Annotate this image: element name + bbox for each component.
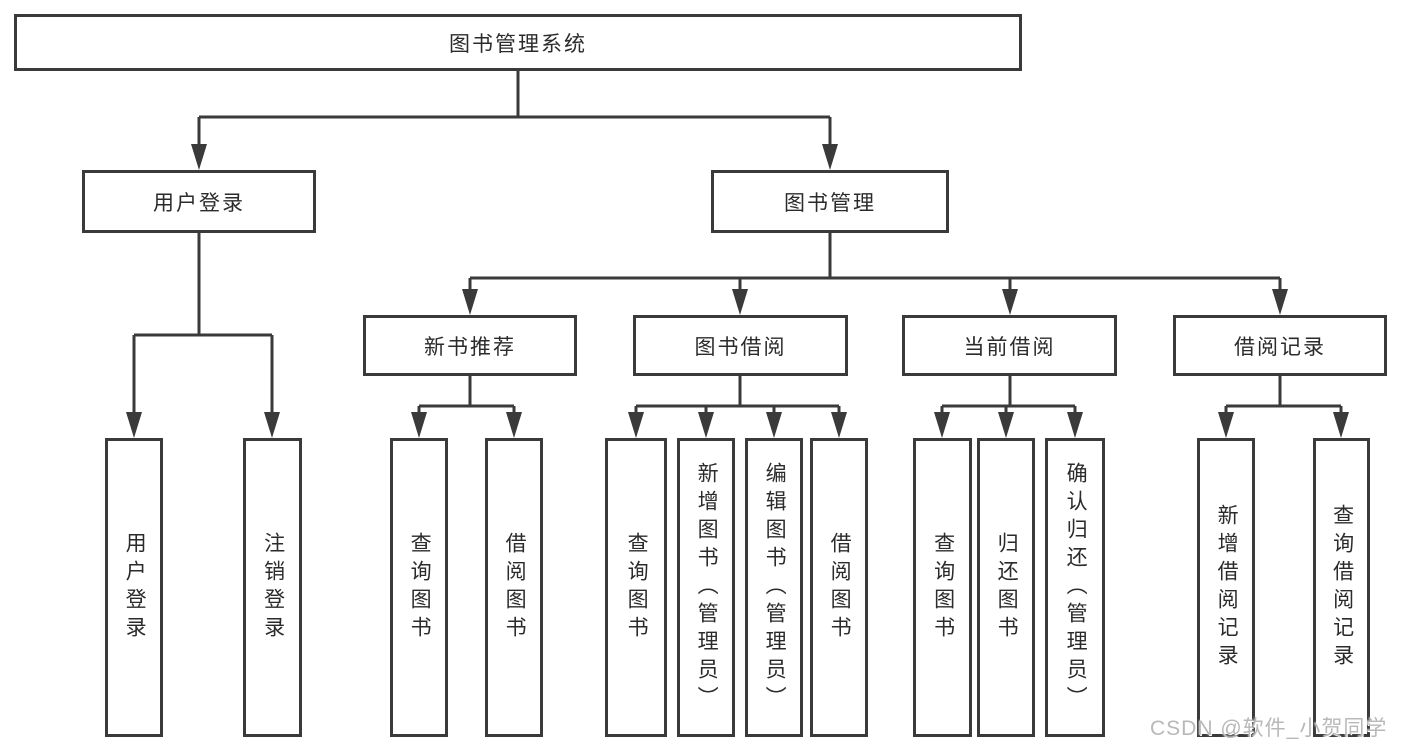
leaf-query-book-1: 查询图书: [390, 438, 448, 737]
connector-user-login-to-leaves: [126, 233, 280, 438]
leaf-user-login-label: 用户登录: [123, 531, 147, 644]
leaf-logout: 注销登录: [243, 438, 302, 737]
leaf-confirm-return-admin-label: 确认归还（管理员）: [1064, 461, 1088, 714]
node-book-management: 图书管理: [711, 170, 949, 233]
connector-book-management-to-level3: [462, 233, 1288, 315]
node-current-borrow: 当前借阅: [902, 315, 1117, 376]
node-new-book-recommend-label: 新书推荐: [424, 335, 516, 359]
leaf-edit-book-admin: 编辑图书（管理员）: [745, 438, 803, 737]
leaf-borrow-book-1-label: 借阅图书: [503, 531, 527, 644]
leaf-query-book-2-label: 查询图书: [625, 531, 649, 644]
leaf-borrow-book-1: 借阅图书: [485, 438, 543, 737]
csdn-watermark: CSDN @软件_小贺同学: [1150, 717, 1388, 740]
connector-root-to-level2: [191, 70, 838, 170]
leaf-return-book: 归还图书: [977, 438, 1035, 737]
node-book-borrow: 图书借阅: [633, 315, 848, 376]
connector-current-borrow-to-leaves: [934, 376, 1083, 438]
node-new-book-recommend: 新书推荐: [363, 315, 577, 376]
node-root-label: 图书管理系统: [449, 32, 587, 56]
leaf-query-book-1-label: 查询图书: [408, 531, 432, 644]
leaf-query-book-2: 查询图书: [605, 438, 667, 737]
node-book-borrow-label: 图书借阅: [694, 335, 787, 359]
leaf-borrow-book-2-label: 借阅图书: [828, 531, 852, 644]
leaf-confirm-return-admin: 确认归还（管理员）: [1045, 438, 1105, 737]
leaf-add-book-admin-label: 新增图书（管理员）: [695, 461, 719, 714]
leaf-return-book-label: 归还图书: [995, 531, 1019, 644]
leaf-borrow-book-2: 借阅图书: [810, 438, 868, 737]
leaf-user-login: 用户登录: [105, 438, 163, 737]
leaf-edit-book-admin-label: 编辑图书（管理员）: [763, 461, 787, 714]
leaf-query-book-3: 查询图书: [913, 438, 972, 737]
node-book-management-label: 图书管理: [784, 191, 876, 215]
node-root: 图书管理系统: [14, 14, 1022, 71]
node-current-borrow-label: 当前借阅: [963, 335, 1056, 359]
connector-book-borrow-to-leaves: [628, 376, 847, 438]
node-user-login: 用户登录: [82, 170, 316, 233]
leaf-query-borrow-record-label: 查询借阅记录: [1330, 503, 1354, 672]
node-user-login-label: 用户登录: [153, 191, 245, 215]
node-borrow-records-label: 借阅记录: [1234, 335, 1326, 359]
connector-borrow-records-to-leaves: [1218, 376, 1349, 438]
leaf-add-borrow-record: 新增借阅记录: [1197, 438, 1255, 737]
leaf-add-borrow-record-label: 新增借阅记录: [1215, 503, 1239, 672]
leaf-add-book-admin: 新增图书（管理员）: [677, 438, 735, 737]
node-borrow-records: 借阅记录: [1173, 315, 1387, 376]
leaf-logout-label: 注销登录: [261, 531, 285, 644]
leaf-query-borrow-record: 查询借阅记录: [1313, 438, 1370, 737]
leaf-query-book-3-label: 查询图书: [931, 531, 955, 644]
connector-new-book-recommend-to-leaves: [411, 376, 522, 438]
